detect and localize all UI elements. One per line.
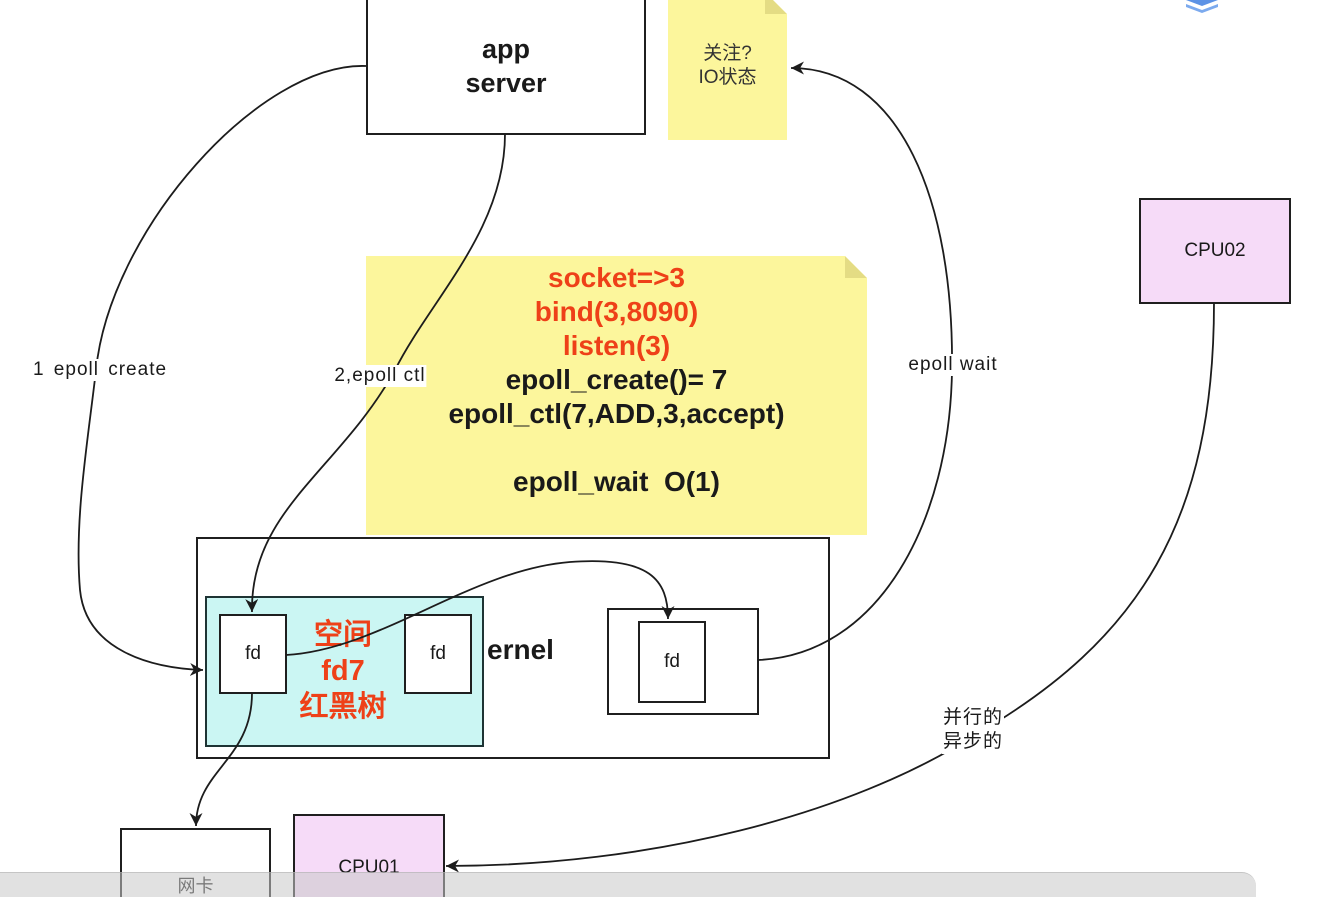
edge-label-async: 异步的 [942,731,1004,752]
code-note: socket=>3 bind(3,8090) listen(3) epoll_c… [366,256,867,535]
app-server-label-server: server [465,68,547,98]
edge-label-epoll-create: 1 epoll create [31,359,169,381]
logo-icon [1186,0,1218,13]
code-line-bind: bind(3,8090) [534,296,699,327]
io-note-line1: 关注? [703,43,752,64]
rbtree-caption-rbtree: 红黑树 [299,691,387,723]
code-blank-line [366,431,867,465]
code-line-epoll-wait: epoll_wait O(1) [513,466,720,497]
fd-label: fd [430,643,446,664]
note-fold [845,256,867,278]
edge-label-epoll-wait: epoll wait [907,354,999,376]
edge-label-parallel-async: 并行的 异步的 [941,706,1005,754]
edge-label-parallel: 并行的 [942,707,1004,728]
rbtree-fd-right: fd [404,614,472,694]
code-line-listen: listen(3) [562,330,671,361]
rbtree-caption-fd7: fd7 [321,655,365,687]
rbtree-caption-space: 空间 [313,619,372,651]
rbtree-caption: 空间 fd7 红黑树 [283,617,403,725]
io-status-note: 关注? IO状态 [668,0,787,140]
code-line-socket: socket=>3 [548,262,685,293]
app-server-box: app server [366,0,646,135]
ready-fd-box: fd [638,621,706,703]
fd-label: fd [245,643,261,664]
code-line-epoll-create: epoll_create()= 7 [505,364,728,395]
code-line-epoll-ctl: epoll_ctl(7,ADD,3,accept) [448,398,785,429]
fd-label: fd [664,651,680,672]
io-note-line2: IO状态 [698,67,757,88]
video-progress-bar[interactable] [0,872,1256,897]
cpu02-label: CPU02 [1184,240,1246,261]
rbtree-fd-left: fd [219,614,287,694]
kernel-label: ernel [487,634,554,665]
cpu02-box: CPU02 [1139,198,1291,304]
edge-label-epoll-ctl: 2,epoll ctl [333,365,427,387]
app-server-label-app: app [481,34,530,64]
